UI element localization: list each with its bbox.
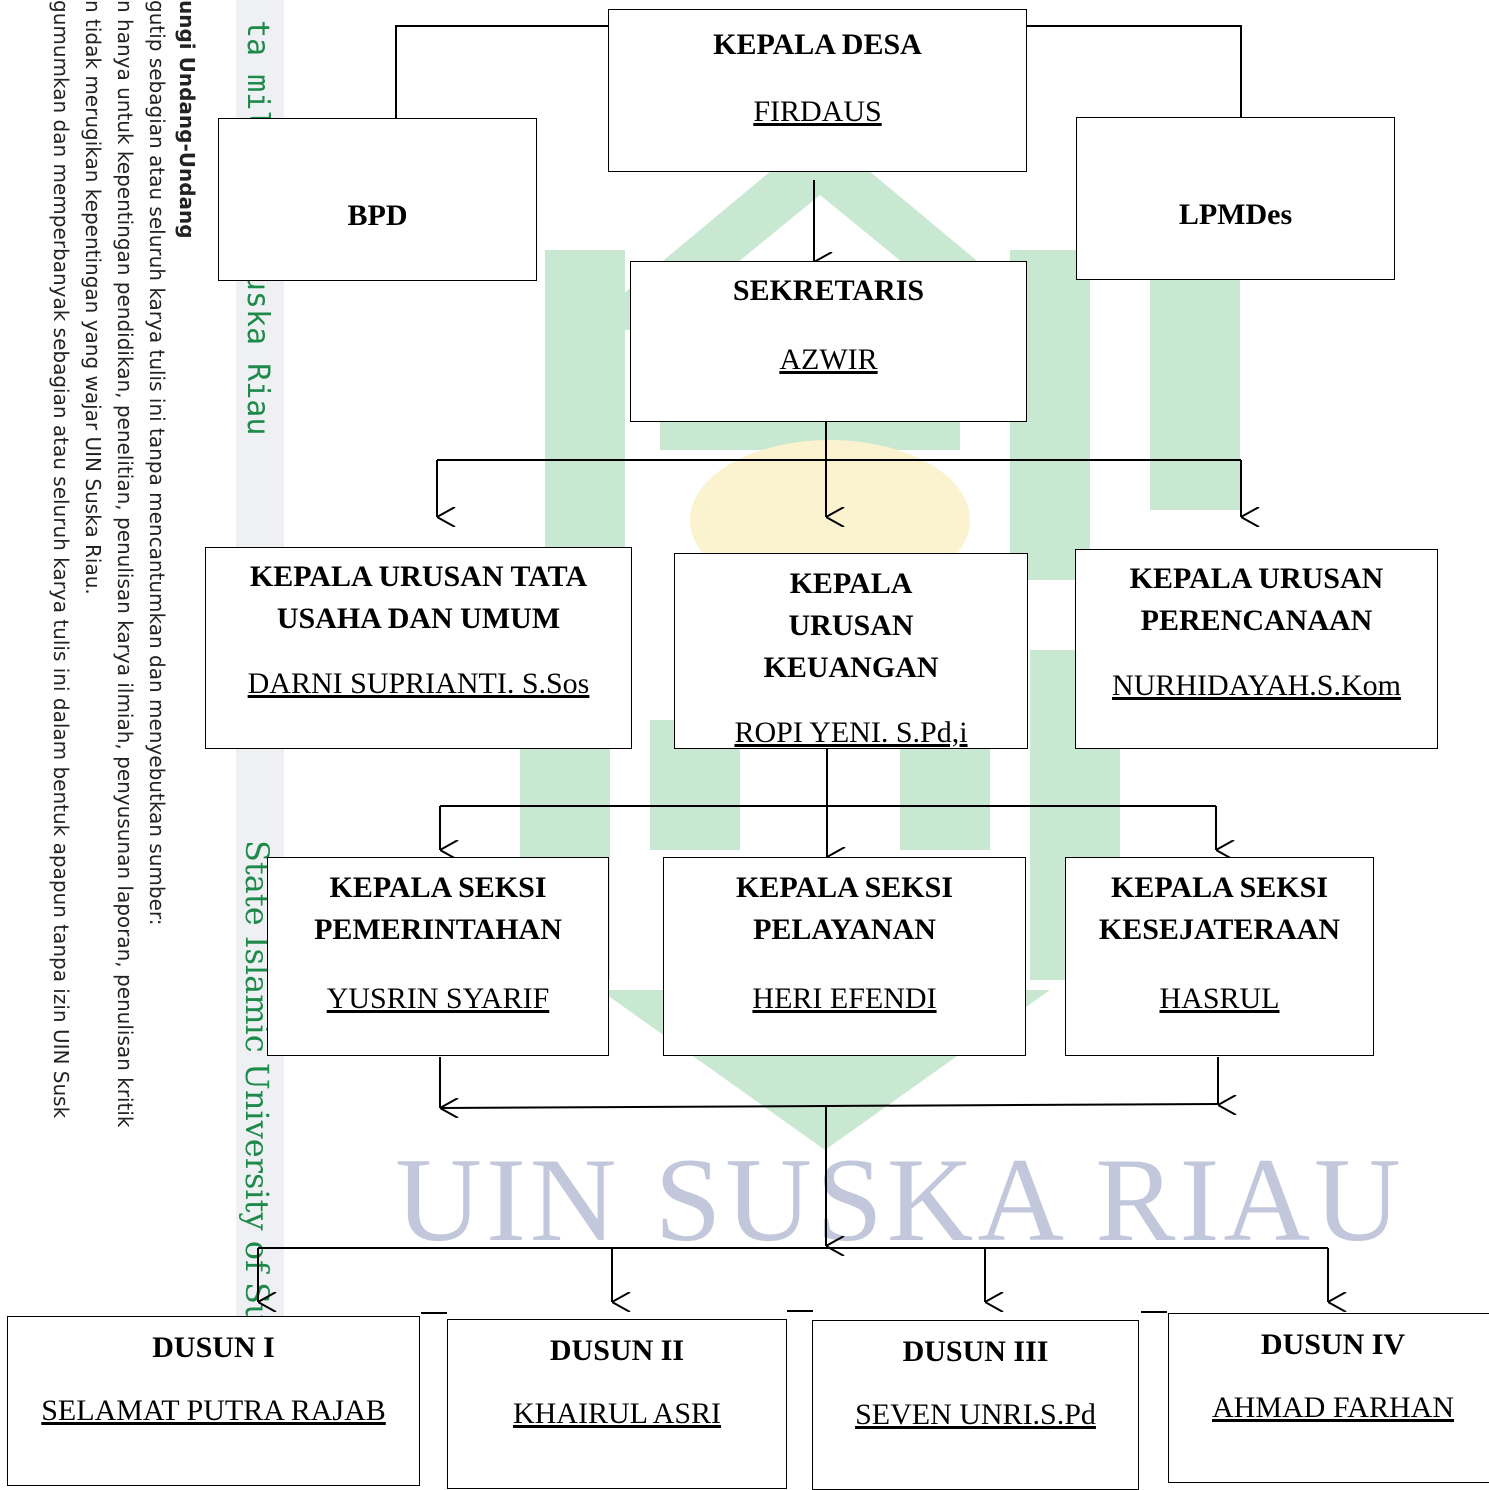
dusun-box: DUSUN II KHAIRUL ASRI [447, 1319, 787, 1489]
kasi-name: HASRUL [1159, 982, 1280, 1015]
kaur-name: DARNI SUPRIANTI. S.Sos [247, 667, 590, 700]
dusun-name: AHMAD FARHAN [1212, 1391, 1454, 1424]
bpd-box: BPD [218, 118, 537, 281]
dusun-name: KHAIRUL ASRI [512, 1397, 722, 1430]
dusun-title: DUSUN I [152, 1331, 275, 1364]
kaur-name: NURHIDAYAH.S.Kom [1112, 669, 1401, 702]
kaur-box: KEPALA URUSAN KEUANGAN ROPI YENI. S.Pd,i [674, 553, 1028, 749]
kasi-title: KEPALA SEKSI KESEJATERAAN [1098, 871, 1341, 946]
kaur-title: KEPALA URUSAN PERENCANAAN [1129, 562, 1384, 637]
sekretaris-name: AZWIR [779, 343, 878, 376]
dusun-box: DUSUN IV AHMAD FARHAN [1168, 1313, 1489, 1483]
kasi-box: KEPALA SEKSI PELAYANAN HERI EFENDI [663, 857, 1026, 1056]
kasi-title: KEPALA SEKSI PELAYANAN [735, 871, 954, 946]
lpmdes-box: LPMDes [1076, 117, 1395, 280]
dusun-name: SELAMAT PUTRA RAJAB [41, 1394, 386, 1427]
dusun-name: SEVEN UNRI.S.Pd [855, 1398, 1096, 1431]
dusun-title: DUSUN II [549, 1334, 685, 1367]
notice-title: ungi Undang-Undang [175, 0, 199, 239]
kaur-box: KEPALA URUSAN TATA USAHA DAN UMUM DARNI … [205, 547, 632, 749]
dusun-box: DUSUN I SELAMAT PUTRA RAJAB [7, 1316, 420, 1486]
kasi-box: KEPALA SEKSI KESEJATERAAN HASRUL [1065, 857, 1374, 1056]
sekretaris-title: SEKRETARIS [732, 274, 925, 307]
sekretaris-box: SEKRETARIS AZWIR [630, 261, 1027, 422]
kaur-title: KEPALA URUSAN KEUANGAN [763, 567, 939, 684]
watermark-text: UIN SUSKA RIAU [395, 1133, 1404, 1266]
notice-line-2: n hanya untuk kepentingan pendidikan, pe… [113, 0, 137, 1128]
bpd-title: BPD [347, 199, 408, 232]
notice-line-1: gutip sebagian atau seluruh karya tulis … [145, 0, 169, 926]
kaur-title: KEPALA URUSAN TATA USAHA DAN UMUM [249, 560, 588, 635]
kasi-box: KEPALA SEKSI PEMERINTAHAN YUSRIN SYARIF [267, 857, 609, 1056]
dusun-title: DUSUN IV [1260, 1328, 1406, 1361]
kaur-box: KEPALA URUSAN PERENCANAAN NURHIDAYAH.S.K… [1075, 549, 1438, 749]
dusun-title: DUSUN III [902, 1335, 1049, 1368]
kaur-name: ROPI YENI. S.Pd,i [734, 716, 968, 749]
kasi-name: HERI EFENDI [752, 982, 937, 1015]
kasi-title: KEPALA SEKSI PEMERINTAHAN [314, 871, 562, 946]
lpmdes-title: LPMDes [1178, 198, 1293, 231]
kepala-desa-name: FIRDAUS [753, 95, 882, 128]
notice-line-3: n tidak merugikan kepentingan yang wajar… [81, 0, 105, 595]
notice-line-4: gumumkan dan memperbanyak sebagian atau … [49, 0, 73, 1119]
kepala-desa-title: KEPALA DESA [713, 28, 922, 61]
kasi-name: YUSRIN SYARIF [326, 982, 550, 1015]
dusun-box: DUSUN III SEVEN UNRI.S.Pd [812, 1320, 1139, 1490]
kepala-desa-box: KEPALA DESA FIRDAUS [608, 9, 1027, 172]
